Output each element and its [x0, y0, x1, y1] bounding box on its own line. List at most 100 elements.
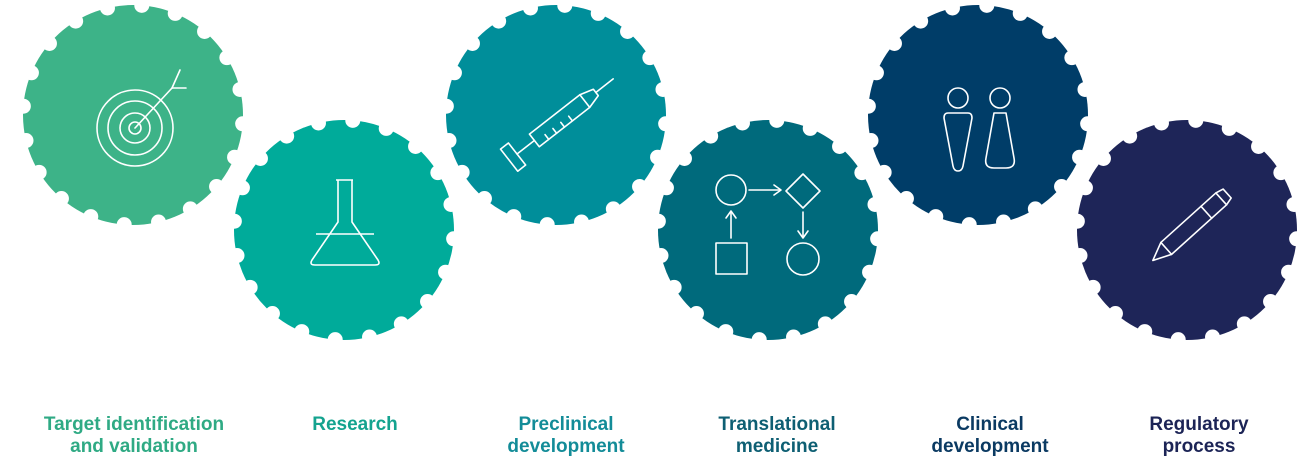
gear-notch — [68, 13, 84, 29]
gear-notch — [41, 35, 57, 51]
gear-notch — [650, 149, 666, 165]
gear-notch — [1251, 138, 1267, 154]
gear-notch — [252, 150, 268, 166]
gear-target — [23, 5, 243, 225]
gear-notch — [1069, 213, 1085, 229]
gear-notch — [590, 5, 606, 21]
gear-translational — [658, 120, 878, 340]
gear-notch — [961, 217, 977, 233]
gear-notch — [1153, 115, 1169, 131]
gear-notch — [898, 191, 914, 207]
gear-notch — [867, 196, 883, 212]
gear-notch — [817, 316, 833, 332]
gear-notch — [605, 201, 621, 217]
gear-notch — [1072, 149, 1088, 165]
gear-notch — [886, 35, 902, 51]
syringe-icon — [499, 78, 614, 173]
gear-notch — [1188, 112, 1204, 128]
gear-notch — [734, 115, 750, 131]
gear-notch — [167, 5, 183, 21]
gear-notch — [408, 138, 424, 154]
gear-notch — [1107, 306, 1123, 322]
gear-notch — [832, 138, 848, 154]
gear-notch — [854, 165, 870, 181]
gear-notch — [913, 13, 929, 29]
gear-notch — [658, 180, 674, 196]
gear-notch — [928, 209, 944, 225]
gear-notch — [751, 332, 767, 348]
stage-translational — [650, 112, 886, 348]
gear-notch — [769, 112, 785, 128]
gear-notch — [862, 264, 878, 280]
gear-notch — [1012, 5, 1028, 21]
gear-notch — [870, 231, 886, 247]
gear-research — [234, 120, 454, 340]
gear-notch — [1085, 279, 1101, 295]
flowchart-icon — [715, 173, 821, 276]
gear-notch — [327, 332, 343, 348]
gear-notch — [522, 0, 538, 16]
gear-notch — [420, 294, 436, 310]
gear-notch — [1077, 81, 1093, 97]
gear-notch — [1236, 316, 1252, 332]
gear-notch — [491, 13, 507, 29]
gear-notch — [1289, 231, 1297, 247]
pen-icon — [1152, 188, 1232, 262]
gear-notch — [197, 23, 213, 39]
gear-notch — [868, 65, 884, 81]
gear-notch — [802, 120, 818, 136]
gear-notch — [996, 214, 1012, 230]
gear-notch — [378, 120, 394, 136]
gear-notch — [227, 149, 243, 165]
gear-notch — [642, 50, 658, 66]
gear-notch — [666, 279, 682, 295]
gear-notch — [1263, 294, 1279, 310]
gear-notch — [1080, 116, 1096, 132]
gear-notch — [438, 264, 454, 280]
gear-notch — [979, 0, 995, 13]
gear-notch — [83, 209, 99, 225]
gear-notch — [476, 191, 492, 207]
gear-notch — [1095, 150, 1111, 166]
stage-label-preclinical: Preclinical development — [507, 414, 625, 457]
stage-label-clinical: Clinical development — [931, 414, 1049, 457]
stage-label-research: Research — [312, 414, 398, 435]
gear-notch — [232, 81, 248, 97]
gear-notch — [676, 150, 692, 166]
gear-notch — [653, 248, 669, 264]
gear-notch — [345, 112, 361, 128]
gear-notch — [151, 214, 167, 230]
stage-preclinical — [438, 0, 674, 233]
gear-notch — [718, 324, 734, 340]
gear-notch — [1221, 120, 1237, 136]
gear-notch — [1122, 128, 1138, 144]
gear-clinical — [868, 5, 1088, 225]
stage-target — [15, 0, 251, 233]
gear-notch — [863, 133, 879, 149]
gear-notch — [23, 65, 39, 81]
stage-label-translational: Translational medicine — [718, 414, 836, 457]
gear-notch — [1273, 165, 1289, 181]
gear-notch — [1137, 324, 1153, 340]
stage-regulatory — [1069, 112, 1297, 348]
gear-notch — [438, 98, 454, 114]
gear-notch — [310, 115, 326, 131]
gear-notch — [116, 217, 132, 233]
gear-notch — [1286, 196, 1297, 212]
gear-notch — [99, 0, 115, 16]
gear-notch — [844, 294, 860, 310]
gear-notch — [53, 191, 69, 207]
gear-notch — [1072, 248, 1088, 264]
gear-notch — [944, 0, 960, 16]
gear-notch — [464, 35, 480, 51]
gear-notch — [441, 133, 457, 149]
gear-notch — [650, 213, 666, 229]
gear-notch — [393, 316, 409, 332]
people-icon — [943, 87, 1016, 172]
gear-notch — [632, 179, 648, 195]
target-icon — [96, 69, 187, 167]
stage-label-regulatory: Regulatory process — [1149, 414, 1249, 457]
gear-notch — [1027, 201, 1043, 217]
gear-notch — [876, 164, 892, 180]
gear-notch — [1077, 180, 1093, 196]
